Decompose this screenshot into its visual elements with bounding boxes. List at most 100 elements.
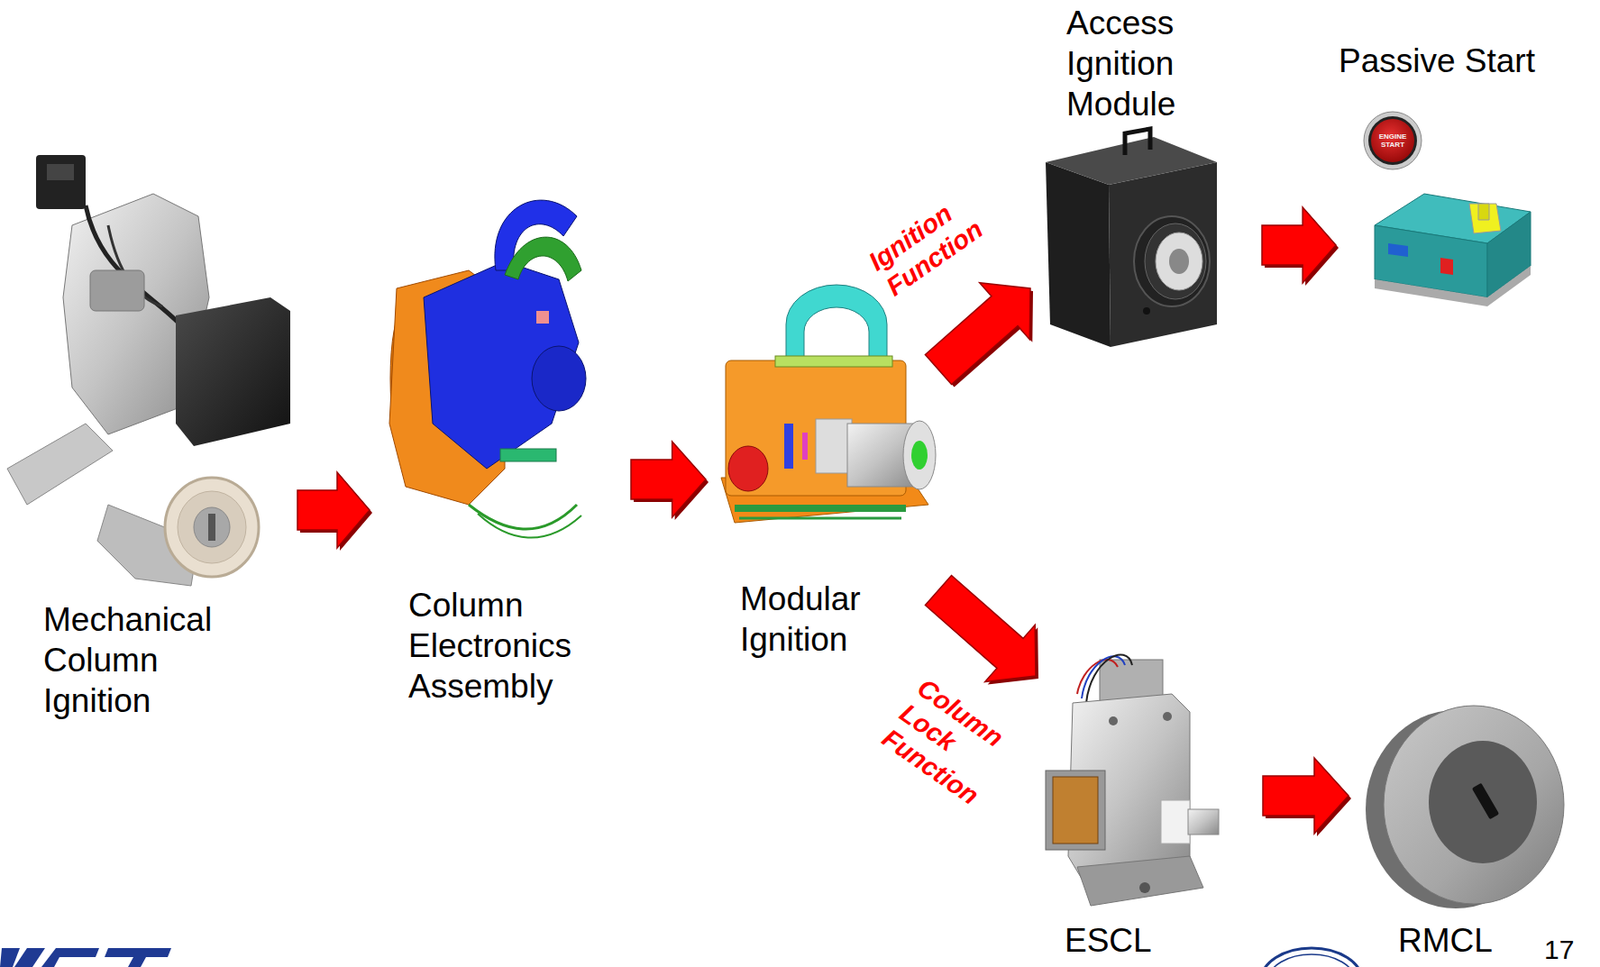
component-caption: ESCL (1064, 920, 1173, 961)
access-ignition-figure-part (1108, 162, 1217, 348)
component-node: Access Ignition Module (1030, 2, 1262, 353)
block-arrow (1262, 758, 1349, 834)
block-arrow (630, 441, 706, 518)
column-electronics-figure-part (477, 513, 582, 539)
escl-figure-part (1162, 712, 1172, 722)
caption-block: Mechanical Column Ignition (43, 599, 229, 722)
component-node: Passive Start (1335, 40, 1544, 311)
modular-ignition-figure-part (775, 356, 893, 367)
component-node: Modular Ignition (705, 291, 939, 662)
mechanical-ignition-figure-part (164, 477, 259, 577)
passive-start-figure-part (1478, 203, 1490, 220)
component-caption: Access Ignition Module (1066, 2, 1193, 125)
component-caption: Modular Ignition (740, 578, 876, 660)
modular-ignition-figure-part (786, 284, 887, 361)
block-arrow (924, 575, 1036, 682)
rmcl-figure-part (1472, 783, 1500, 821)
rmcl-figure-part (1428, 740, 1537, 864)
caption-block: Access Ignition Module (1066, 2, 1193, 125)
mechanical-ignition-figure-part (175, 297, 291, 447)
escl-figure-part (1161, 800, 1190, 844)
arrow-group (1262, 758, 1352, 837)
mechanical-ignition-figure-part (193, 507, 230, 548)
escl-figure-part (1086, 655, 1133, 704)
caption-block: Modular Ignition (740, 578, 876, 660)
access-ignition-figure-part (1124, 128, 1151, 156)
caption-block: RMCL (1398, 920, 1516, 961)
mechanical-ignition-figure-part (208, 513, 216, 541)
column-electronics-figure (389, 200, 586, 539)
modular-ignition-figure-part (728, 446, 768, 492)
logo-marks-part (14, 948, 46, 967)
modular-ignition-figure-part (734, 504, 906, 512)
component-node: ESCL (1035, 648, 1263, 963)
block-arrow (924, 283, 1031, 385)
passive-start-figure-part (1363, 111, 1422, 170)
access-ignition-figure (1045, 128, 1217, 348)
column-electronics-figure-part (500, 448, 557, 462)
component-caption: RMCL (1398, 920, 1516, 961)
mechanical-ignition-figure-part (7, 423, 113, 505)
column-electronics-figure-part (504, 237, 582, 282)
access-ignition-figure-part (1045, 162, 1111, 348)
modular-ignition-figure-part (903, 420, 936, 490)
access-ignition-figure-part (1144, 223, 1207, 300)
page-number: 17 (1544, 935, 1581, 965)
caption-block: Passive Start (1338, 40, 1542, 82)
escl-figure-part (1108, 716, 1118, 726)
escl-figure-part (1139, 882, 1151, 894)
component-caption: Column Electronics Assembly (408, 585, 585, 707)
arrow-group (630, 441, 709, 521)
passive-start-figure-part (1368, 116, 1418, 165)
mechanical-ignition-figure (7, 155, 291, 586)
modular-ignition-figure-part (802, 432, 808, 460)
arrow-group (297, 472, 373, 551)
access-ignition-figure-part (1133, 216, 1210, 307)
logo-marks (0, 948, 1363, 967)
column-electronics-figure-part (468, 504, 577, 530)
access-ignition-figure-part (1142, 307, 1151, 315)
access-ignition-figure-part (1155, 232, 1203, 291)
arrow-group (924, 283, 1034, 388)
escl-figure (1045, 655, 1219, 906)
passive-start-figure-part (1371, 118, 1415, 163)
logo-marks-part (1261, 948, 1363, 967)
caption-block: ESCL (1064, 920, 1173, 961)
component-caption: Passive Start (1338, 40, 1542, 82)
escl-figure-part (1045, 770, 1106, 851)
mechanical-ignition-figure-part (85, 205, 181, 325)
button-legend: ENGINE START (1374, 132, 1411, 149)
component-node: Mechanical Column Ignition (3, 153, 298, 723)
modular-ignition-figure-part (911, 440, 928, 470)
mechanical-ignition-figure-part (46, 164, 74, 181)
modular-ignition-figure-part (784, 423, 794, 469)
component-caption: Mechanical Column Ignition (43, 599, 229, 722)
arrow-group (924, 575, 1039, 685)
logo-marks-part (41, 948, 100, 967)
rmcl-figure (1365, 705, 1564, 909)
component-node: RMCL (1348, 704, 1574, 963)
logo-marks-part (1268, 954, 1355, 967)
modular-ignition-figure (721, 284, 936, 523)
caption-block: Column Electronics Assembly (408, 585, 585, 707)
rmcl-figure-part (1383, 705, 1564, 905)
access-ignition-figure-part (1169, 248, 1189, 275)
column-electronics-figure-part (531, 346, 586, 412)
mechanical-ignition-figure-part (177, 491, 247, 564)
arrow-group (1261, 207, 1339, 286)
escl-figure-part (1077, 856, 1204, 906)
modular-ignition-figure-part (815, 419, 852, 474)
column-electronics-figure-part (536, 310, 549, 324)
modular-ignition-figure-part (739, 517, 902, 521)
logo-marks-part (104, 948, 172, 967)
passive-start-figure-part (1440, 257, 1454, 275)
mechanical-ignition-figure-part (36, 155, 86, 210)
access-ignition-figure-part (1045, 137, 1217, 185)
function-label: Column Lock Function (877, 672, 1026, 815)
block-arrow (1261, 207, 1336, 284)
escl-figure-part (1052, 777, 1098, 844)
